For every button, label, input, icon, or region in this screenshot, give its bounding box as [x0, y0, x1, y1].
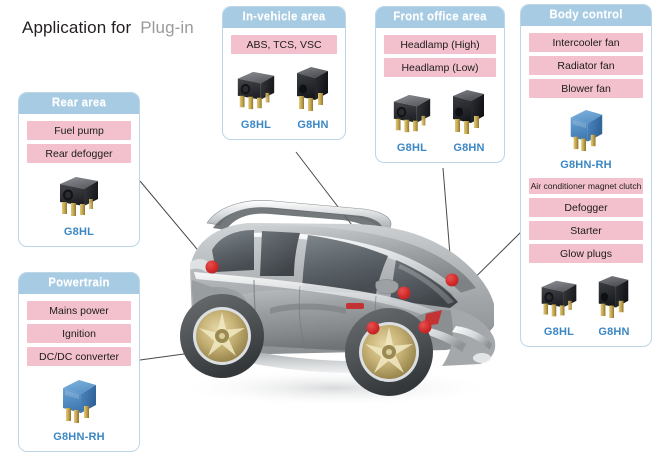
tag-ignition: Ignition: [27, 324, 131, 343]
relay-label: G8HN: [453, 142, 485, 154]
relay-g8hn-rh: G8HN-RH: [53, 375, 105, 443]
relay-label: G8HL: [240, 119, 272, 131]
relay-group-rear-area: G8HL: [27, 172, 131, 238]
panel-body-control-title: Body control: [521, 5, 651, 26]
panel-rear-area[interactable]: Rear area Fuel pump Rear defogger: [18, 92, 140, 247]
relay-group-in-vehicle: G8HL: [231, 63, 337, 131]
relay-black-tall-icon: [453, 90, 484, 134]
panel-in-vehicle-area[interactable]: In-vehicle area ABS, TCS, VSC: [222, 6, 346, 140]
roof-rear-point: [445, 273, 459, 287]
relay-blue-cube-icon: [570, 109, 603, 151]
windshield-base-point: [397, 286, 411, 300]
relay-g8hl: G8HL: [234, 67, 278, 131]
tag-dc-dc-converter: DC/DC converter: [27, 347, 131, 366]
tag-starter: Starter: [529, 221, 643, 240]
panel-body-control-body: Intercooler fan Radiator fan Blower fan …: [521, 26, 651, 346]
relay-group-powertrain: G8HN-RH: [27, 375, 131, 443]
relay-black-wide-icon: [237, 71, 275, 110]
tag-intercooler-fan: Intercooler fan: [529, 33, 643, 52]
relay-label: G8HN: [297, 119, 329, 131]
relay-blue-cube-icon: [62, 380, 96, 423]
relay-black-tall-icon: [297, 67, 328, 111]
relay-g8hn: G8HN: [292, 63, 334, 131]
relay-label: G8HN-RH: [53, 431, 105, 443]
panel-in-vehicle-area-title: In-vehicle area: [223, 7, 345, 28]
panel-rear-area-title: Rear area: [19, 93, 139, 114]
relay-group-body-control-bottom: G8HL G8HN: [529, 272, 643, 338]
page-title: Application for Plug-in: [22, 18, 194, 38]
relay-label: G8HL: [396, 142, 428, 154]
car-illustration: [175, 200, 496, 407]
relay-black-wide-icon: [541, 280, 577, 317]
panel-front-office-area[interactable]: Front office area Headlamp (High) Headla…: [375, 6, 505, 163]
tag-blower-fan: Blower fan: [529, 79, 643, 98]
relay-label: G8HN-RH: [560, 159, 612, 171]
tag-abs-tcs-vsc: ABS, TCS, VSC: [231, 35, 337, 54]
relay-black-wide-icon: [393, 94, 431, 133]
tag-mains-power: Mains power: [27, 301, 131, 320]
tag-headlamp-high: Headlamp (High): [384, 35, 496, 54]
tag-air-conditioner-magnet-clutch: Air conditioner magnet clutch: [529, 178, 643, 194]
panel-powertrain[interactable]: Powertrain Mains power Ignition DC/DC co…: [18, 272, 140, 452]
panel-powertrain-title: Powertrain: [19, 273, 139, 294]
relay-group-front-office: G8HL G8HN: [384, 86, 496, 154]
panel-powertrain-body: Mains power Ignition DC/DC converter: [19, 294, 139, 451]
panel-rear-area-body: Fuel pump Rear defogger: [19, 114, 139, 246]
tag-defogger: Defogger: [529, 198, 643, 217]
panel-front-office-area-body: Headlamp (High) Headlamp (Low): [376, 28, 504, 162]
relay-black-tall-icon: [598, 276, 629, 318]
relay-g8hl: G8HL: [390, 90, 434, 154]
tag-fuel-pump: Fuel pump: [27, 121, 131, 140]
relay-g8hl: G8HL: [56, 172, 102, 238]
rocker-point: [366, 321, 380, 335]
relay-group-body-control-top: G8HN-RH: [529, 105, 643, 171]
tag-radiator-fan: Radiator fan: [529, 56, 643, 75]
tag-glow-plugs: Glow plugs: [529, 244, 643, 263]
tag-rear-defogger: Rear defogger: [27, 144, 131, 163]
tag-headlamp-low: Headlamp (Low): [384, 58, 496, 77]
relay-g8hn-rh: G8HN-RH: [560, 105, 612, 171]
page-title-sub: Plug-in: [140, 18, 194, 37]
relay-g8hn: G8HN: [594, 272, 634, 338]
relay-label: G8HL: [543, 326, 575, 338]
relay-black-wide-icon: [60, 177, 98, 216]
page-title-main: Application for: [22, 18, 132, 37]
front-fender-point: [418, 320, 432, 334]
panel-front-office-area-title: Front office area: [376, 7, 504, 28]
panel-in-vehicle-area-body: ABS, TCS, VSC G8HL: [223, 28, 345, 139]
relay-g8hl: G8HL: [538, 276, 580, 338]
relay-g8hn: G8HN: [448, 86, 490, 154]
panel-body-control[interactable]: Body control Intercooler fan Radiator fa…: [520, 4, 652, 347]
rear-hatch-point: [205, 260, 219, 274]
relay-label: G8HN: [598, 326, 630, 338]
relay-label: G8HL: [63, 226, 95, 238]
